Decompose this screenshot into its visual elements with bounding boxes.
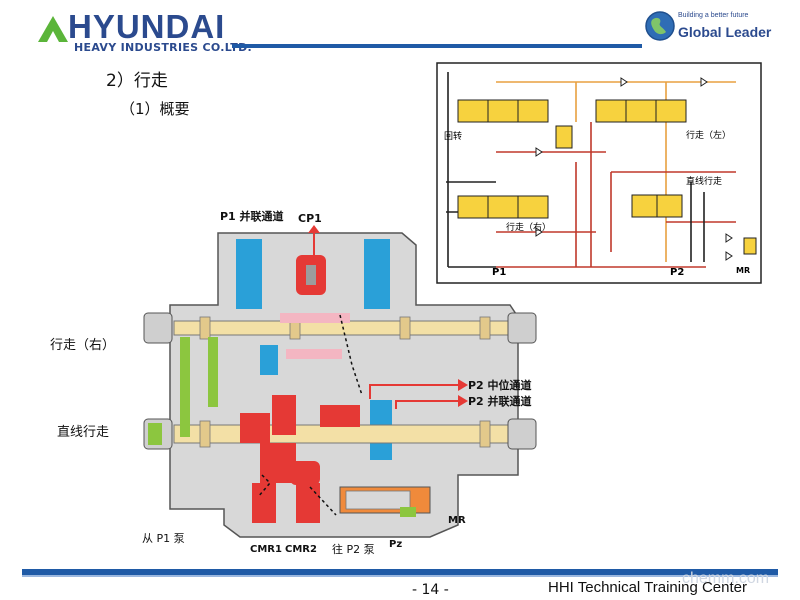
section-subtitle: （1）概要 (120, 100, 190, 118)
label-p1-parallel: P1 并联通道 (220, 210, 284, 223)
globe-icon (645, 11, 675, 41)
label-straight-travel: 直线行走 (57, 425, 110, 440)
slogan-tag: Building a better future (678, 12, 749, 19)
label-mr: MR (448, 515, 466, 526)
label-p2-neutral: P2 中位通道 (468, 379, 532, 392)
hydraulic-schematic: 回转 行走（左） 直线行走 行走（右） P1 P2 MR (436, 62, 762, 284)
brand-subtitle: HEAVY INDUSTRIES CO.LTD. (74, 41, 252, 54)
valve-cross-section (143, 225, 537, 538)
label-cp1: CP1 (298, 212, 322, 225)
footer-rule-light (22, 575, 778, 577)
label-to-p2-pump: 往 P2 泵 (332, 543, 375, 556)
schematic-label-straight-travel: 直线行走 (686, 175, 722, 187)
label-pz: Pz (389, 539, 403, 550)
schematic-label-swing: 回转 (444, 130, 462, 142)
slogan-main: Global Leader (678, 24, 772, 40)
schematic-label-p2: P2 (670, 267, 684, 278)
hyundai-logo-icon (38, 16, 68, 42)
section-title: 2）行走 (106, 71, 168, 91)
schematic-label-p1: P1 (492, 267, 506, 278)
page-number: - 14 - (412, 582, 449, 598)
label-cmr1: CMR1 (250, 544, 282, 555)
label-from-p1-pump: 从 P1 泵 (142, 532, 185, 545)
schematic-label-travel-left: 行走（左） (686, 129, 731, 141)
label-cmr2: CMR2 (285, 544, 317, 555)
header-rule (232, 44, 642, 48)
schematic-label-mr: MR (736, 266, 750, 275)
schematic-label-travel-right: 行走（右） (506, 221, 551, 233)
watermark: chemm.com (682, 570, 770, 587)
label-p2-parallel: P2 并联通道 (468, 395, 532, 408)
brand-name: HYUNDAI (68, 8, 226, 45)
label-travel-right: 行走（右） (50, 338, 116, 353)
footer-rule (22, 569, 778, 575)
footer-title: HHI Technical Training Center (548, 579, 747, 596)
